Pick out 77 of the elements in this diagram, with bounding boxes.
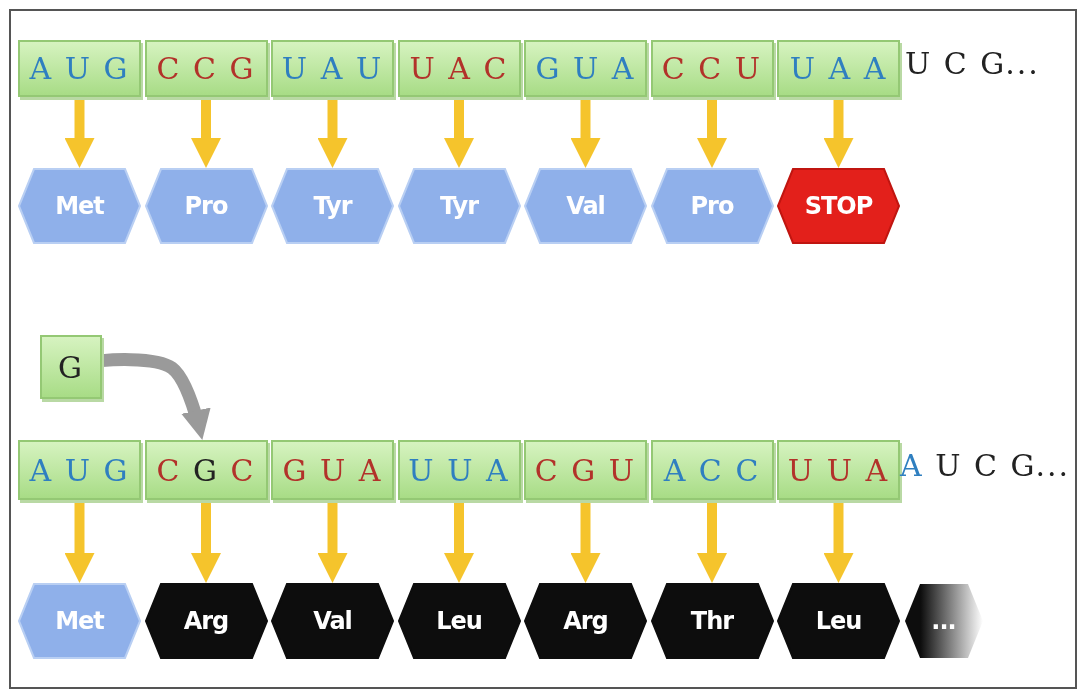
codon-text: C G U [534, 452, 637, 488]
amino-acid-hexagon [397, 583, 521, 659]
arrow [570, 503, 601, 583]
arrow [823, 503, 854, 583]
codon-text: C C U [661, 51, 763, 86]
amino-acid-label: Met [55, 192, 104, 220]
amino-acid-label: ... [931, 607, 956, 635]
codon-box [271, 40, 394, 97]
amino-acid-hexagon [18, 583, 141, 659]
amino-acid-hexagon [524, 168, 647, 244]
arrow [823, 100, 854, 168]
codon-box [18, 40, 141, 97]
codon-box [777, 440, 900, 500]
amino-acid-label: Val [566, 192, 605, 220]
codon-text: G U A [282, 452, 383, 488]
arrow [64, 100, 95, 168]
arrow [317, 100, 348, 168]
arrow [697, 503, 727, 583]
codon-box [18, 440, 141, 500]
codon-text: C C G [156, 51, 256, 86]
arrow [697, 100, 727, 168]
arrow [444, 503, 474, 583]
amino-acid-label: Leu [436, 607, 482, 635]
amino-acid-label: Pro [184, 192, 228, 220]
arrow [191, 503, 221, 583]
codon-text: A C C [663, 452, 761, 488]
amino-acid-hexagon [650, 583, 774, 659]
amino-acid-label: Arg [563, 607, 608, 635]
codon-box [524, 440, 647, 500]
amino-acid-label: Arg [183, 607, 229, 635]
codon-text: U U A [408, 452, 510, 488]
codon-box [271, 440, 394, 500]
amino-acid-label: Val [313, 607, 352, 635]
amino-acid-hexagon [144, 583, 268, 659]
codon-box [650, 40, 774, 97]
codon-box [777, 40, 900, 97]
codon-text: U A A [789, 51, 888, 86]
amino-acid-hexagon [777, 583, 900, 659]
amino-acid-label: Met [55, 607, 104, 635]
codon-text: C G C [156, 452, 256, 488]
amino-acid-hexagon [18, 168, 141, 244]
codon-text: A U G [29, 452, 130, 488]
amino-acid-hexagon [524, 583, 647, 659]
codon-text: U A U [281, 51, 384, 86]
arrow [317, 503, 348, 583]
codon-box [524, 40, 647, 97]
arrow [101, 353, 211, 442]
amino-acid-hexagon [397, 168, 521, 244]
arrow [191, 100, 221, 168]
amino-acid-label: Pro [690, 192, 734, 220]
amino-acid-hexagon [271, 583, 394, 659]
amino-acid-label: Thr [690, 607, 734, 635]
amino-acid-hexagon [777, 168, 900, 244]
arrow [570, 100, 601, 168]
arrow [444, 100, 474, 168]
codon-text: U U A [787, 452, 890, 488]
codon-box [40, 335, 102, 399]
amino-acid-label: Leu [815, 607, 862, 635]
sequence-text: A U C G... [900, 448, 1071, 483]
codon-text: G U A [535, 51, 636, 86]
codon-box [397, 440, 521, 500]
codon-box [397, 40, 521, 97]
amino-acid-hexagon [650, 168, 774, 244]
codon-text: A U G [29, 51, 130, 86]
arrow [64, 503, 95, 583]
codon-text: U A C [409, 51, 509, 86]
codon-box [650, 440, 774, 500]
codon-box [144, 440, 268, 500]
amino-acid-hexagon [903, 583, 984, 659]
amino-acid-label: STOP [804, 192, 873, 220]
sequence-text: U C G... [905, 46, 1040, 81]
amino-acid-hexagon [144, 168, 268, 244]
amino-acid-hexagon [271, 168, 394, 244]
codon-text: G [58, 349, 84, 385]
amino-acid-label: Tyr [313, 192, 352, 220]
codon-box [144, 40, 268, 97]
amino-acid-label: Tyr [440, 192, 478, 220]
